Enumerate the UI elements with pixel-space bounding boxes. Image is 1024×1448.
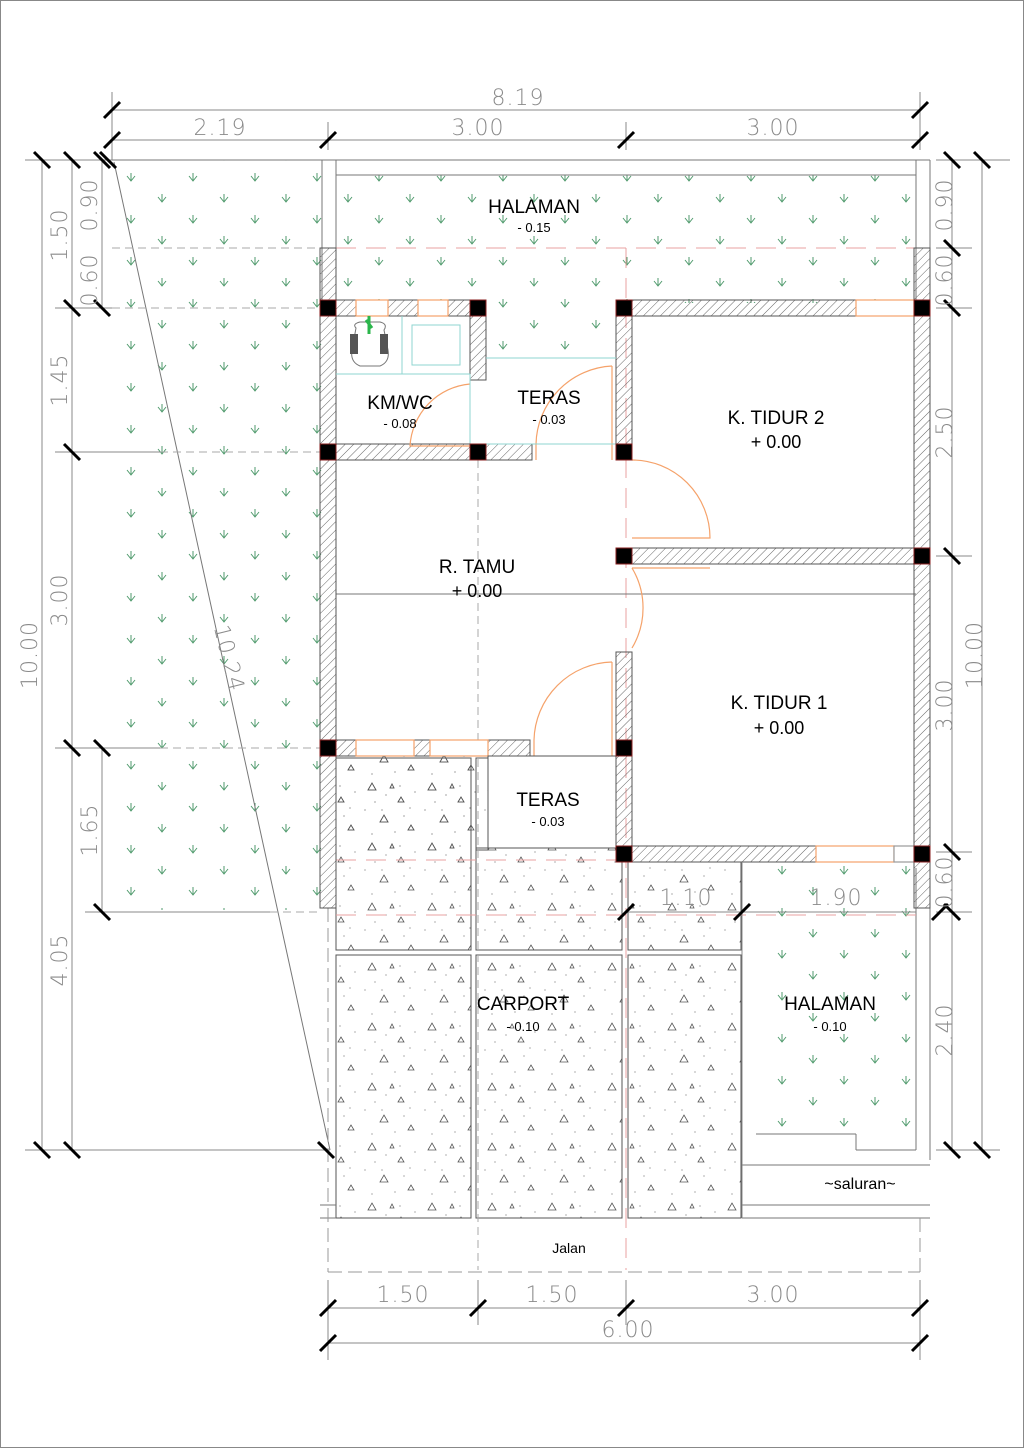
label-saluran: ~saluran~ <box>824 1176 895 1193</box>
dim-inner-carport: 1.10 <box>660 886 713 911</box>
columns <box>319 299 931 863</box>
dim-top-1: 2.19 <box>194 116 247 141</box>
room-labels: HALAMAN - 0.15 KM/WC - 0.08 TERAS - 0.03… <box>367 197 895 1256</box>
dim-right-1: 0.90 <box>933 179 958 232</box>
dim-bottom-3: 3.00 <box>747 1283 800 1308</box>
room-k-tidur-2: K. TIDUR 2 <box>728 408 825 429</box>
dimension-lines <box>25 92 1010 1360</box>
room-r-tamu: R. TAMU <box>439 557 515 578</box>
dim-top-overall: 8.19 <box>492 86 545 111</box>
dim-right-3: 2.50 <box>933 406 958 459</box>
dim-top-2: 3.00 <box>452 116 505 141</box>
room-teras-front: TERAS <box>516 790 579 811</box>
dim-left-inner-3: 1.45 <box>48 354 73 407</box>
openings <box>355 299 915 863</box>
room-halaman-front: HALAMAN <box>784 994 876 1015</box>
room-km-wc: KM/WC <box>367 393 432 414</box>
level-k-tidur-2: + 0.00 <box>751 432 802 452</box>
dimension-ticks <box>32 100 992 1353</box>
room-halaman-top: HALAMAN <box>488 197 580 218</box>
dim-left-outer-1: 1.50 <box>48 209 73 262</box>
front-teras-floor <box>487 755 617 849</box>
dim-left-inner-4: 3.00 <box>48 574 73 627</box>
dim-left-inner-2: 0.60 <box>78 254 103 307</box>
level-halaman-front: - 0.10 <box>813 1019 846 1034</box>
dim-bottom-1: 1.50 <box>377 1283 430 1308</box>
fixtures <box>336 316 616 757</box>
room-teras-back: TERAS <box>517 388 580 409</box>
dim-left-overall: 10.00 <box>18 621 43 689</box>
axis-lines <box>88 247 921 1273</box>
level-teras-back: - 0.03 <box>532 412 565 427</box>
level-teras-front: - 0.03 <box>531 814 564 829</box>
dim-left-outer-2: 4.05 <box>48 934 73 987</box>
room-k-tidur-1: K. TIDUR 1 <box>731 693 828 714</box>
dim-right-2: 0.60 <box>933 254 958 307</box>
dim-right-overall: 10.00 <box>963 621 988 689</box>
level-k-tidur-1: + 0.00 <box>754 718 805 738</box>
dimension-labels: 8.19 2.19 3.00 3.00 1.50 1.50 3.00 6.00 … <box>18 86 988 1343</box>
label-jalan: Jalan <box>552 1240 585 1256</box>
dim-bottom-overall: 6.00 <box>602 1318 655 1343</box>
grass-areas <box>112 160 916 1134</box>
dim-bottom-2: 1.50 <box>526 1283 579 1308</box>
dim-right-4: 3.00 <box>933 679 958 732</box>
level-halaman-top: - 0.15 <box>517 220 550 235</box>
level-carport: - 0.10 <box>506 1019 539 1034</box>
dim-top-3: 3.00 <box>747 116 800 141</box>
dim-inner-halaman: 1.90 <box>810 886 863 911</box>
level-km-wc: - 0.08 <box>383 416 416 431</box>
dim-right-6: 2.40 <box>933 1004 958 1057</box>
room-carport: CARPORT <box>477 994 570 1015</box>
level-r-tamu: + 0.00 <box>452 581 503 601</box>
dim-left-inner-5: 1.65 <box>78 804 103 857</box>
dim-left-inner-1: 0.90 <box>78 179 103 232</box>
dim-right-5: 0.60 <box>933 856 958 909</box>
squat-toilet-icon <box>350 316 389 367</box>
